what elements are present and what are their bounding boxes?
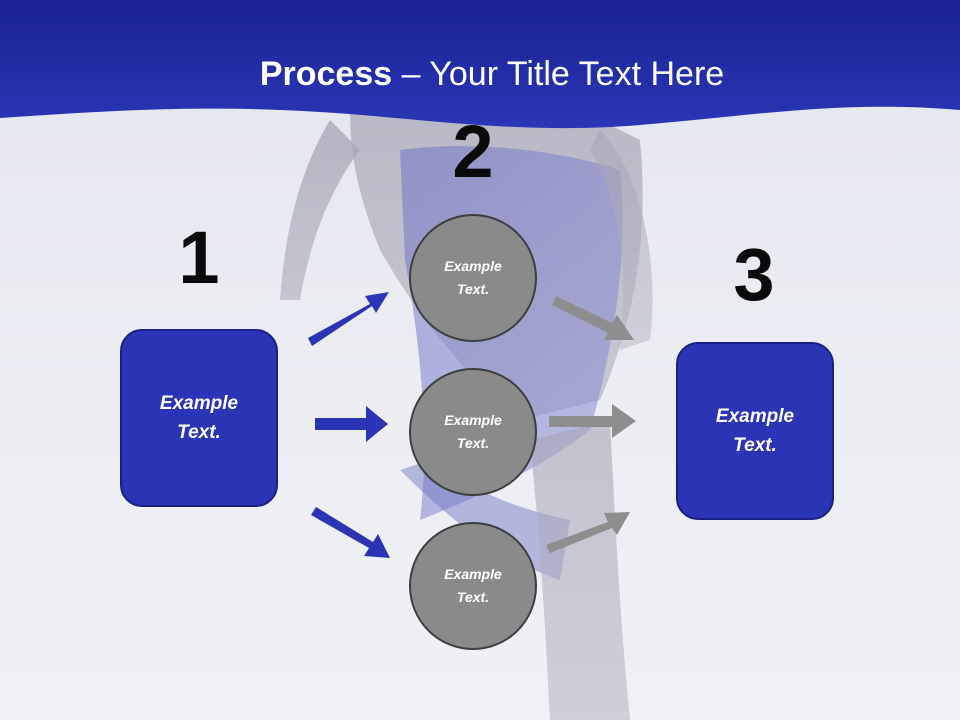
- step-number-1: 1: [178, 216, 220, 299]
- arrow-right-icon: [549, 404, 636, 438]
- arrow-right-icon: [315, 406, 388, 442]
- title-rest: – Your Title Text Here: [392, 55, 725, 93]
- right-box-line-1: Example: [715, 406, 795, 427]
- arrow-right-icon: [546, 512, 630, 553]
- arrow-right-icon: [311, 507, 390, 558]
- circle-bottom-line-1: Example: [444, 566, 502, 582]
- circle-middle-line-1: Example: [444, 412, 502, 428]
- title-bold: Process: [259, 55, 393, 93]
- arrow-right-icon: [552, 296, 634, 340]
- arrow-right-icon: [308, 292, 389, 346]
- slide-title: Process – Your Title Text Here: [0, 52, 960, 96]
- circle-top-line-1: Example: [444, 258, 502, 274]
- header-band: [0, 0, 960, 129]
- circle-bottom-line-2: Text.: [456, 589, 490, 605]
- circle-top-line-2: Text.: [456, 281, 490, 297]
- left-box-line-1: Example: [159, 393, 239, 414]
- left-box-line-2: Text.: [177, 422, 221, 443]
- step-number-2: 2: [452, 110, 494, 193]
- step-number-3: 3: [733, 233, 775, 316]
- circle-middle-line-2: Text.: [456, 435, 490, 451]
- right-box-line-2: Text.: [733, 435, 777, 456]
